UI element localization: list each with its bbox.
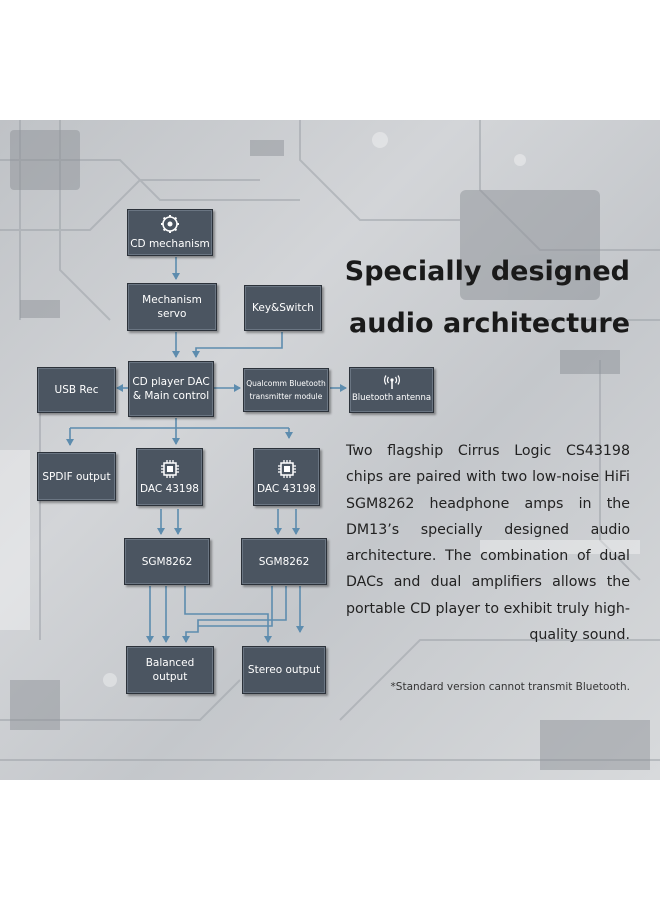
dac-left-box: DAC 43198 <box>136 448 203 506</box>
diagram-panel: CD mechanism Mechanism servo Key&Switch … <box>0 120 660 780</box>
bluetooth-antenna-box: Bluetooth antenna <box>349 367 434 413</box>
mechanism-servo-label-2: servo <box>157 308 187 320</box>
cd-mechanism-label: CD mechanism <box>130 238 210 250</box>
chip-icon <box>277 459 296 478</box>
main-control-box: CD player DAC & Main control <box>128 361 214 417</box>
headline-line-1: Specially designed <box>344 256 630 287</box>
usb-rec-label: USB Rec <box>54 384 99 396</box>
balanced-output-box: Balanced output <box>126 646 214 694</box>
main-control-label-2: & Main control <box>132 390 210 402</box>
dac-right-label: DAC 43198 <box>257 482 316 495</box>
key-switch-label: Key&Switch <box>252 302 314 314</box>
balanced-output-label: Balanced output <box>145 657 195 683</box>
amp-left-label: SGM8262 <box>141 555 193 568</box>
main-control-label-1: CD player DAC <box>132 376 210 388</box>
bluetooth-module-label-2: transmitter module <box>249 392 323 401</box>
key-switch-box: Key&Switch <box>244 285 322 331</box>
usb-rec-box: USB Rec <box>37 367 116 413</box>
headline-line-2: audio architecture <box>349 308 630 339</box>
circuit-board-background <box>0 120 660 770</box>
stereo-output-label: Stereo output <box>247 664 321 676</box>
spdif-output-label: SPDIF output <box>42 470 111 483</box>
amp-left-box: SGM8262 <box>124 538 210 585</box>
arrow-key-to-main <box>192 332 283 358</box>
antenna-icon <box>383 375 400 389</box>
dac-right-box: DAC 43198 <box>253 448 320 506</box>
mechanism-servo-box: Mechanism servo <box>127 283 217 331</box>
cd-mechanism-box: CD mechanism <box>127 209 213 256</box>
bluetooth-module-label-1: Qualcomm Bluetooth <box>246 379 326 388</box>
amp-right-box: SGM8262 <box>241 538 327 585</box>
signal-flow-arrows <box>66 257 347 643</box>
mechanism-servo-label-1: Mechanism <box>142 294 202 306</box>
bluetooth-antenna-label: Bluetooth antenna <box>351 393 432 403</box>
spdif-output-box: SPDIF output <box>37 452 116 501</box>
stereo-output-box: Stereo output <box>242 646 326 694</box>
chip-icon <box>160 459 179 478</box>
bluetooth-module-box: Qualcomm Bluetooth transmitter module <box>243 368 329 412</box>
gear-chip-icon <box>161 215 179 233</box>
amp-right-label: SGM8262 <box>258 555 310 568</box>
dac-left-label: DAC 43198 <box>140 482 199 495</box>
footnote: *Standard version cannot transmit Blueto… <box>390 681 630 693</box>
description-paragraph: Two flagship Cirrus Logic CS43198 chips … <box>346 443 630 644</box>
